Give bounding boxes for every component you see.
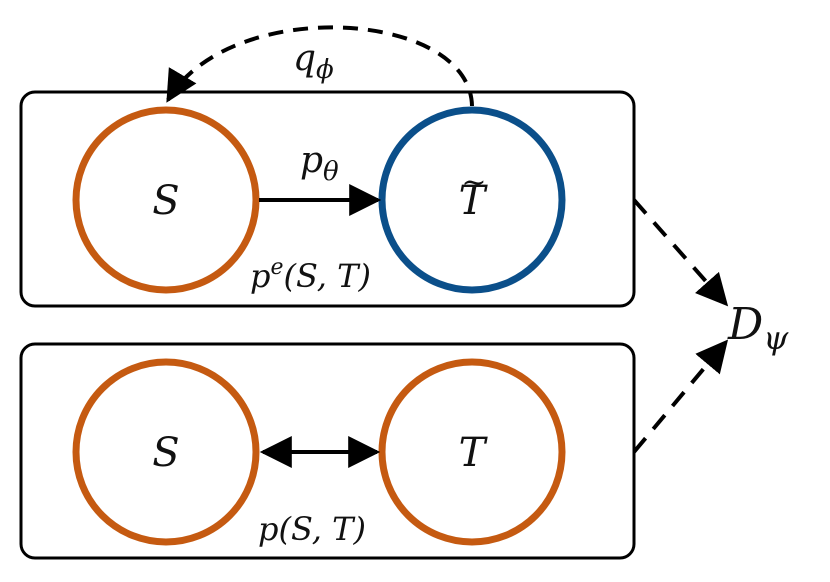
tilde-accent: ~ <box>461 165 486 200</box>
top-node-t-tilde <box>378 106 566 294</box>
top-node-s-label: S <box>152 178 179 224</box>
arrow-bottom-to-discriminator <box>632 339 729 454</box>
pe-st-label: pe(S, T) <box>250 255 371 295</box>
discriminator-label: Dψ <box>727 299 789 357</box>
p-st-label: p(S, T) <box>258 510 366 548</box>
bottom-node-t <box>378 358 566 546</box>
p-theta-label: pθ <box>300 140 339 187</box>
top-node-t-tilde-label: T <box>459 178 489 224</box>
arrow-top-to-discriminator <box>632 198 729 307</box>
bottom-node-s <box>72 358 260 546</box>
bottom-node-t-label: T <box>459 430 489 476</box>
q-phi-label: qϕ <box>293 38 334 85</box>
bottom-node-s-label: S <box>152 430 179 476</box>
feedback-arc-q-phi <box>166 25 474 107</box>
top-node-s <box>72 106 260 294</box>
